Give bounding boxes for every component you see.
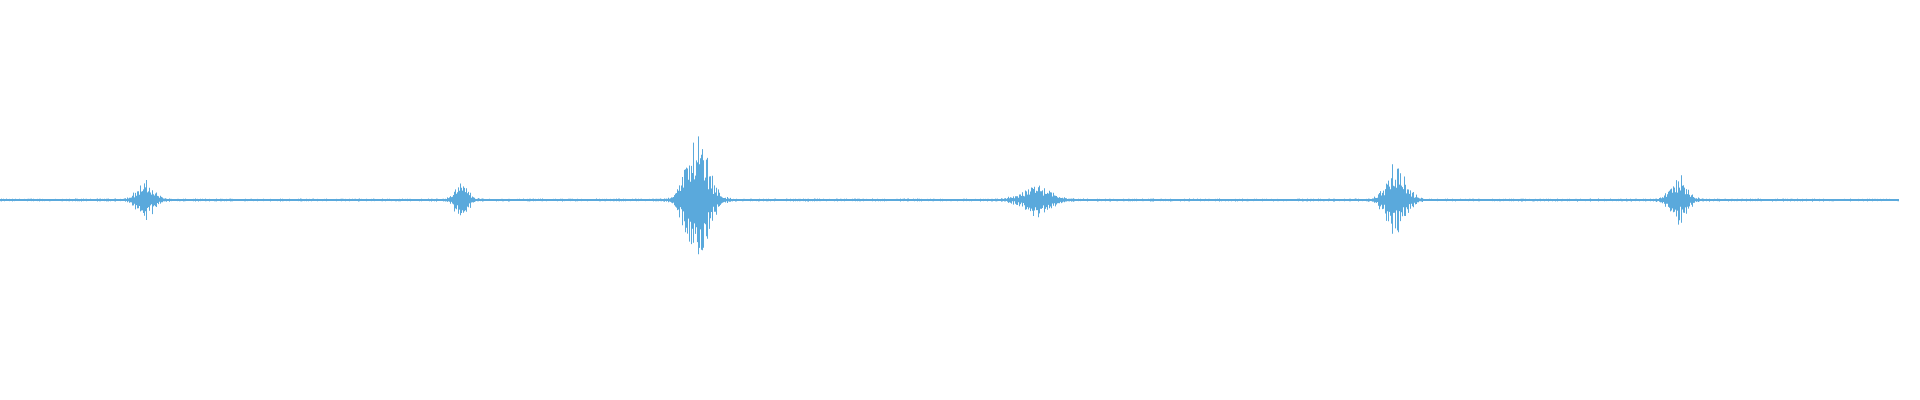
waveform-amplitude — [0, 136, 1899, 255]
